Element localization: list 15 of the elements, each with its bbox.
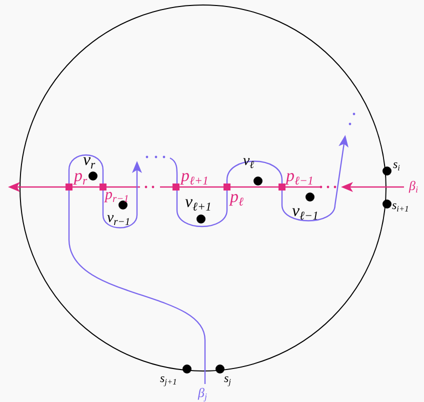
point-label: s$_{j}$	[224, 372, 231, 384]
intersection-label: p$_{ℓ}$	[230, 188, 244, 205]
vertex-label: v$_{ℓ+1}$	[185, 193, 212, 210]
intersection-label: p$_{ℓ+1}$	[181, 167, 208, 184]
intersection-label: p$_{r−1}$	[105, 188, 129, 203]
intersection-label: p$_{ℓ−1}$	[286, 167, 314, 184]
curve-label: β$_{j}$	[198, 386, 208, 399]
vertex-label: v$_{ℓ−1}$	[292, 202, 318, 219]
intersection-label: p$_{r}$	[74, 167, 88, 184]
vertex-label: v$_{r−1}$	[107, 211, 130, 226]
point-label: s$_{i}$	[393, 158, 400, 170]
curve-label: β$_{i}$	[409, 179, 418, 192]
vertex-label: v$_{r}$	[83, 151, 96, 168]
point-label: s$_{i+1}$	[392, 199, 409, 211]
point-label: s$_{j+1}$	[160, 372, 177, 384]
